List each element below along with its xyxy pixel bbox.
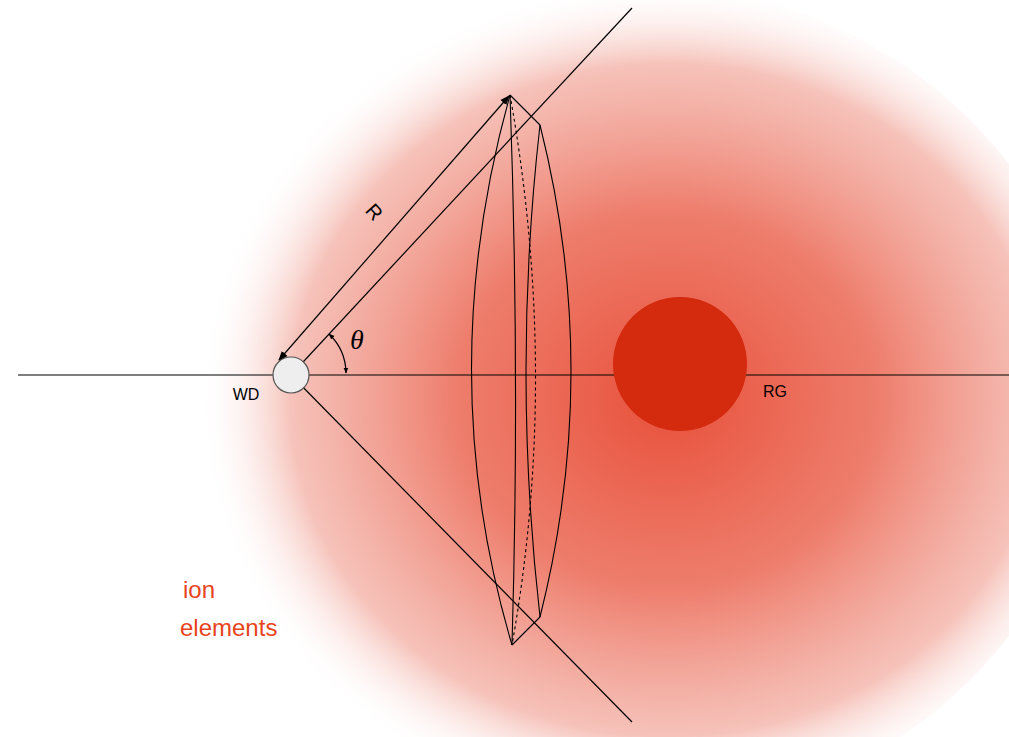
- lens: [471, 95, 571, 645]
- lens-edge: [512, 617, 540, 645]
- angle-label: θ: [350, 326, 364, 354]
- lens-face: [540, 125, 571, 617]
- glow-background: [150, 0, 1009, 737]
- note-text: elements: [180, 616, 277, 640]
- red-giant: [613, 297, 747, 431]
- cone-line: [291, 8, 632, 375]
- optical-axis: [18, 374, 1009, 375]
- lens-face: [471, 95, 512, 645]
- lens-hidden-edge: [510, 95, 536, 645]
- star-label: RG: [763, 384, 787, 400]
- white-dwarf: [273, 357, 309, 393]
- lens-face: [510, 95, 516, 645]
- star-label: WD: [233, 387, 260, 403]
- angle-arc: [329, 334, 346, 373]
- note-text: ion: [183, 578, 215, 602]
- lens-face: [526, 125, 540, 617]
- cone-line: [291, 375, 632, 722]
- radius-arrow: [279, 96, 509, 360]
- lens-edge: [510, 95, 540, 125]
